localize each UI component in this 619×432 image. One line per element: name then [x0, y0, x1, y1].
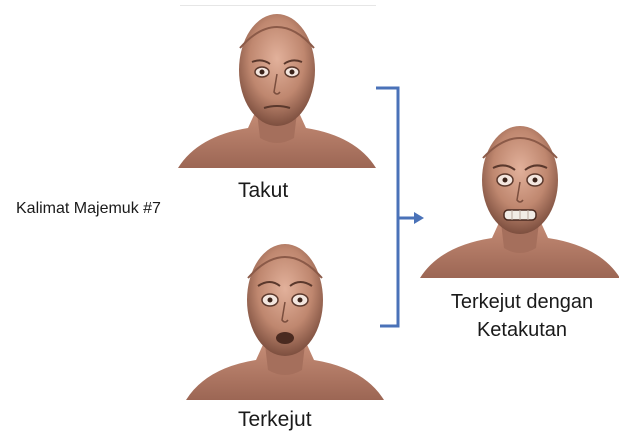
top-divider — [180, 5, 376, 6]
face-takut-image — [178, 8, 376, 178]
label-takut: Takut — [238, 179, 288, 203]
face-result-image — [420, 122, 619, 282]
face-terkejut-image — [186, 240, 384, 406]
label-result-line1: Terkejut dengan — [436, 288, 608, 316]
label-terkejut: Terkejut — [238, 408, 312, 432]
label-result-line2: Ketakutan — [436, 316, 608, 344]
diagram-title: Kalimat Majemuk #7 — [16, 200, 161, 218]
label-result: Terkejut dengan Ketakutan — [436, 288, 608, 344]
